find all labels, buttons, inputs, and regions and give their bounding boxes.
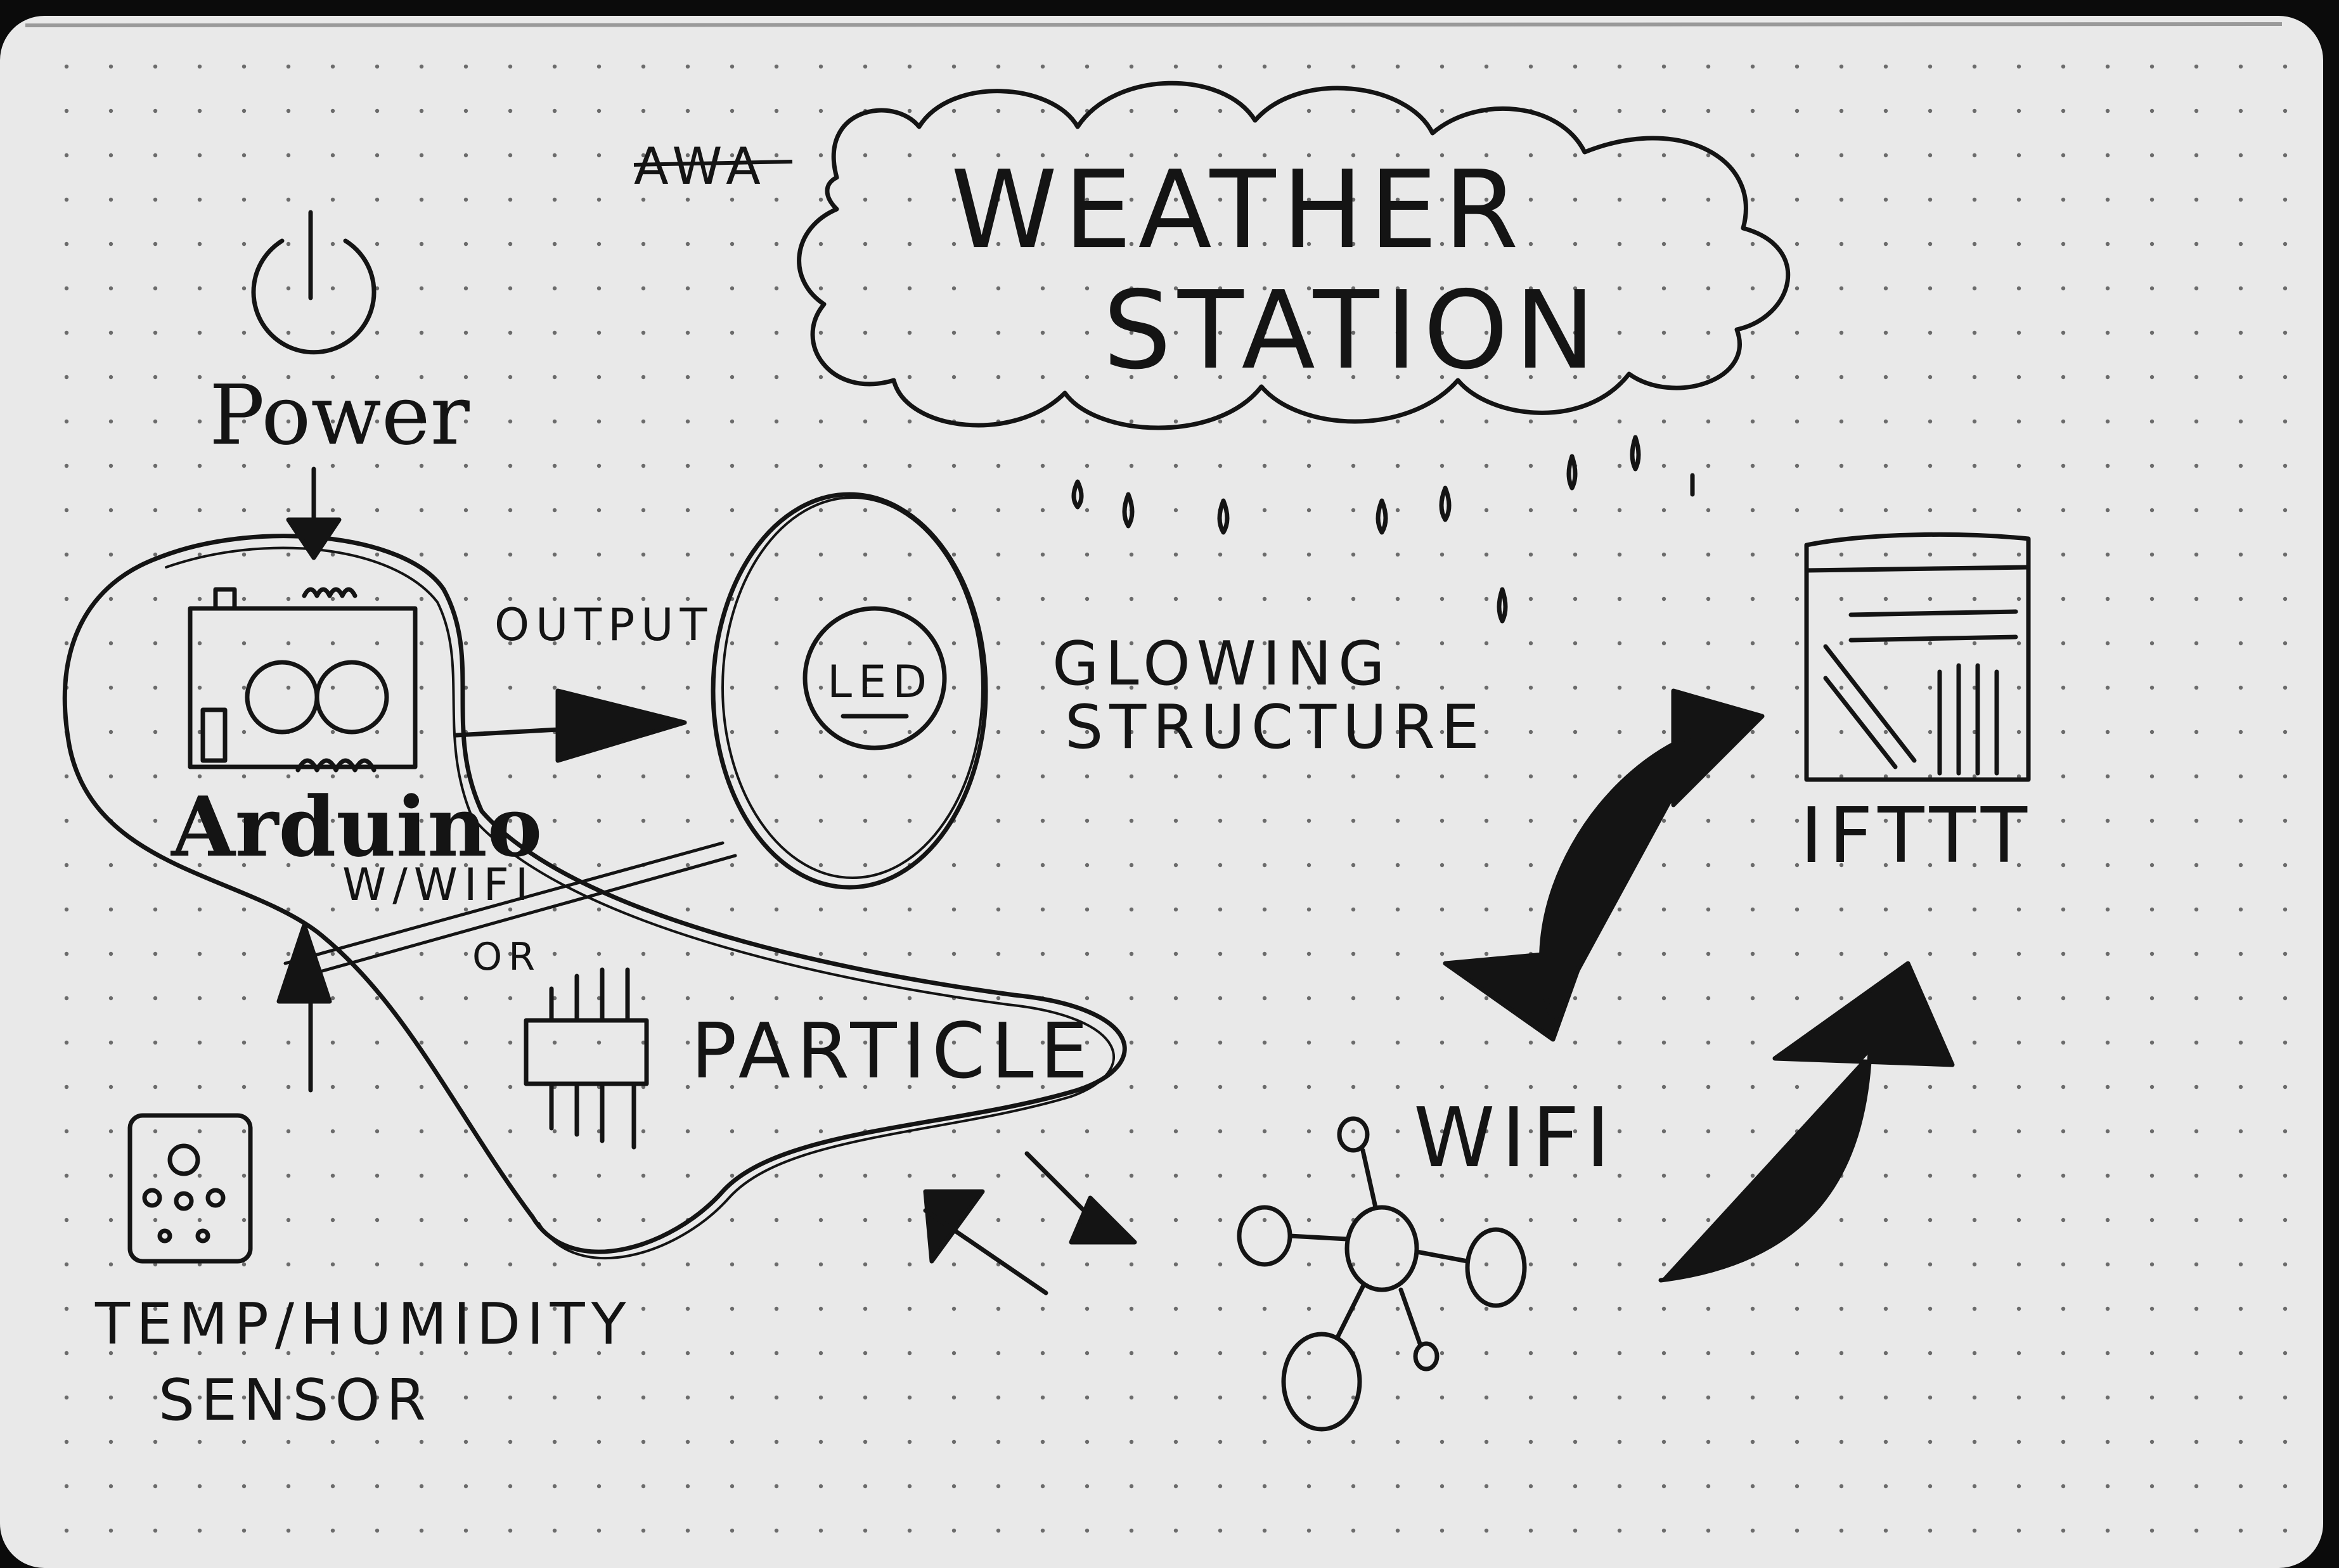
glowing-structure-icon [711, 492, 988, 890]
ifttt-wifi-arrow [1443, 688, 1765, 1042]
particle-wifi-arrow [923, 1151, 1137, 1295]
particle-chip-icon [524, 967, 649, 1150]
or-label: OR [472, 935, 541, 979]
wifi-node-icon [1237, 1116, 1527, 1432]
ifttt-label: IFTTT [1800, 792, 2033, 880]
output-arrow [454, 688, 687, 763]
title-strike-line [633, 160, 793, 167]
title-strike: AWA [634, 137, 767, 196]
page-edge-top [25, 22, 2283, 27]
led-label: LED [827, 656, 933, 708]
sensor-arrow [276, 923, 332, 1093]
title-cloud [797, 80, 1791, 430]
output-label: OUTPUT [494, 599, 713, 651]
power-icon [251, 210, 377, 355]
particle-label: PARTICLE [691, 1008, 1095, 1096]
sensor-label-line1: TEMP/HUMIDITY [94, 1291, 633, 1358]
ifttt-icon [1804, 532, 2031, 782]
sensor-label-line2: SENSOR [158, 1367, 432, 1434]
arduino-label: Arduino [170, 778, 542, 875]
title-line1: WEATHER [951, 148, 1525, 273]
arduino-board-icon [188, 587, 418, 773]
led-desc-line2: STRUCTURE [1065, 693, 1486, 762]
rain-drops [1071, 435, 1695, 624]
wifi-ifttt-arrow [1658, 961, 1955, 1283]
arduino-particle-outline [62, 534, 1127, 1254]
arduino-sub-label: W/WIFI [342, 859, 535, 911]
wifi-label: WIFI [1414, 1089, 1616, 1186]
power-label: Power [209, 367, 470, 463]
led-desc-line1: GLOWING [1052, 629, 1391, 699]
dot-grid [25, 38, 2307, 1546]
title-line2: STATION [1103, 268, 1602, 394]
sensor-icon [127, 1113, 253, 1264]
